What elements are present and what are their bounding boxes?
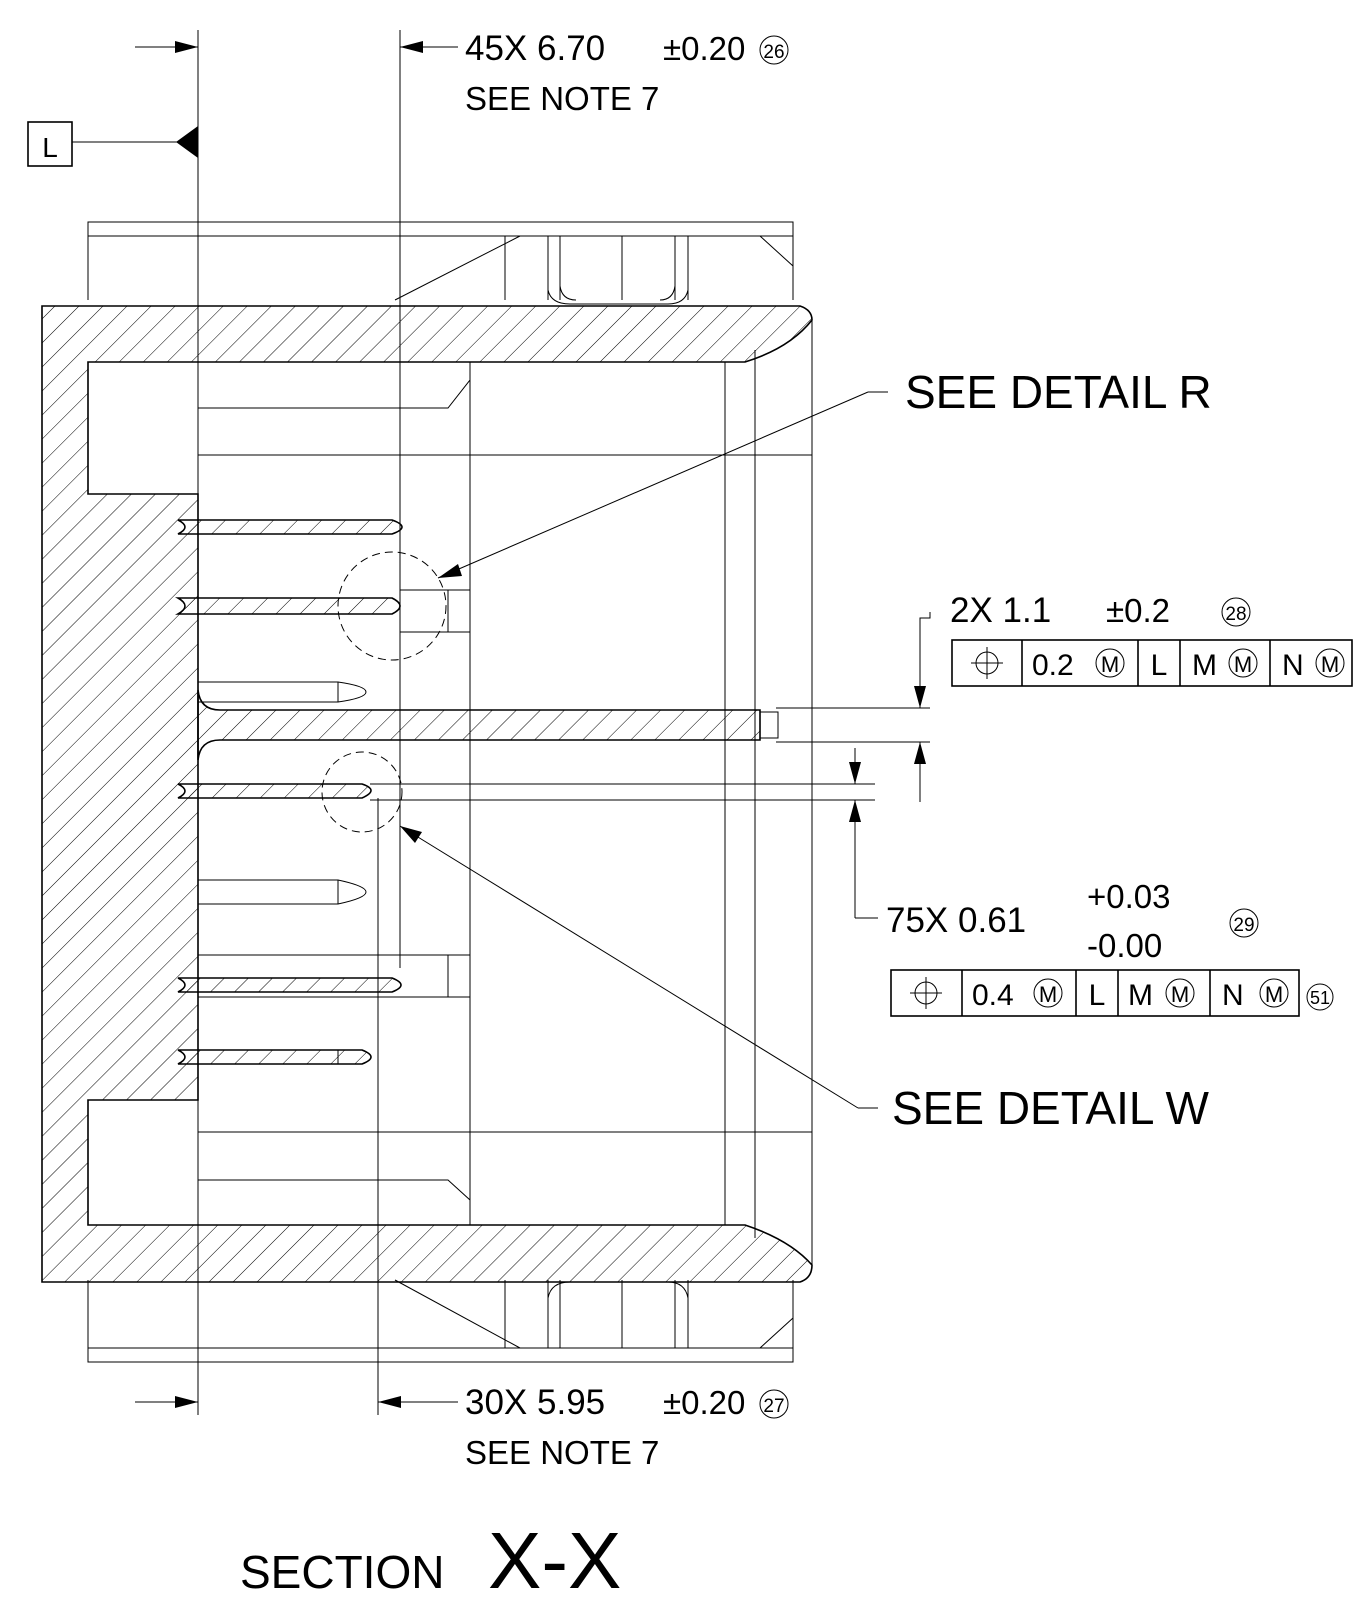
detail-r-callout: SEE DETAIL R [337, 366, 1212, 661]
dimension-top: 45X 6.70 ±0.20 26 SEE NOTE 7 [135, 29, 789, 968]
svg-text:28: 28 [1225, 604, 1246, 625]
svg-text:L: L [42, 132, 58, 163]
svg-text:±0.20: ±0.20 [663, 30, 745, 67]
position-symbol-icon [910, 977, 942, 1009]
svg-text:SEE DETAIL R: SEE DETAIL R [905, 366, 1212, 418]
svg-text:±0.20: ±0.20 [663, 1384, 745, 1421]
svg-text:M: M [1321, 652, 1339, 677]
svg-text:M: M [1265, 982, 1283, 1007]
svg-text:51: 51 [1310, 988, 1330, 1008]
svg-text:45X 6.70: 45X 6.70 [465, 29, 605, 68]
position-symbol-icon [971, 647, 1003, 679]
svg-text:L: L [1151, 649, 1168, 682]
svg-text:SEE NOTE 7: SEE NOTE 7 [465, 80, 659, 117]
svg-text:M: M [1128, 979, 1153, 1012]
feature-control-frame-lower: 0.4 M L M M N M 51 [890, 969, 1334, 1017]
feature-control-frame-upper: 0.2 M L M M N M [951, 639, 1353, 687]
svg-text:X-X: X-X [488, 1516, 621, 1600]
svg-text:75X 0.61: 75X 0.61 [886, 901, 1026, 940]
svg-text:+0.03: +0.03 [1087, 878, 1171, 915]
datum-l-feature: L [27, 121, 198, 167]
svg-text:29: 29 [1233, 915, 1254, 936]
detail-w-callout: SEE DETAIL W [321, 751, 1210, 1134]
svg-text:M: M [1171, 982, 1189, 1007]
pin-set [174, 519, 875, 1065]
svg-text:SEE NOTE 7: SEE NOTE 7 [465, 1434, 659, 1471]
housing-body [41, 221, 930, 1363]
svg-text:N: N [1282, 649, 1304, 682]
svg-text:M: M [1101, 652, 1119, 677]
svg-text:±0.2: ±0.2 [1106, 592, 1170, 629]
svg-text:26: 26 [763, 42, 784, 63]
dimension-right-lower: 75X 0.61 +0.03 -0.00 29 [849, 748, 1259, 964]
svg-text:0.2: 0.2 [1032, 649, 1074, 682]
svg-text:SECTION: SECTION [240, 1546, 444, 1598]
dimension-right-upper: 2X 1.1 ±0.2 28 [914, 591, 1251, 802]
svg-text:27: 27 [763, 1396, 784, 1417]
svg-text:-0.00: -0.00 [1087, 927, 1162, 964]
svg-text:M: M [1039, 982, 1057, 1007]
svg-text:L: L [1089, 979, 1106, 1012]
section-title: SECTION X-X [240, 1516, 621, 1600]
svg-text:30X 5.95: 30X 5.95 [465, 1383, 605, 1422]
dimension-bottom: 30X 5.95 ±0.20 27 SEE NOTE 7 [135, 798, 789, 1471]
svg-text:M: M [1234, 652, 1252, 677]
svg-text:N: N [1222, 979, 1244, 1012]
svg-text:SEE DETAIL W: SEE DETAIL W [892, 1082, 1210, 1134]
svg-text:0.4: 0.4 [972, 979, 1014, 1012]
svg-text:2X 1.1: 2X 1.1 [950, 591, 1051, 630]
svg-text:M: M [1192, 649, 1217, 682]
